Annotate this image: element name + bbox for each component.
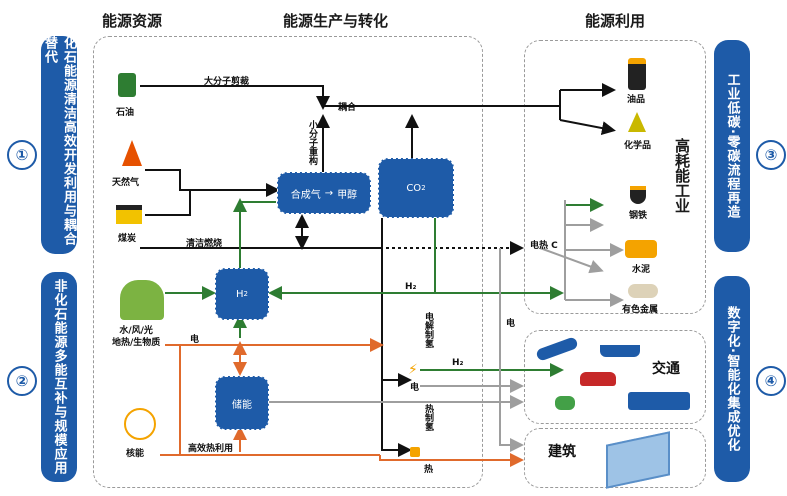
panel-resources-production [93,36,483,488]
label-gas: 天然气 [112,178,140,188]
label-cement: 水泥 [632,265,651,275]
label-heat: 热 [424,465,434,475]
wind-solar-icon [120,280,164,320]
label-electricity-right: 电 [506,319,516,329]
label-heavy-industry: 高耗能工业 [673,138,691,213]
label-h2-line: H₂ [405,282,417,292]
header-resources: 能源资源 [102,12,163,30]
h2-node-subscript: 2 [243,290,248,298]
header-production: 能源生产与转化 [283,12,389,30]
ingot-icon [628,284,658,298]
step-3-badge: ③ [756,140,786,170]
label-coupling: 耦合 [338,103,357,113]
methanol-label: 甲醇 [337,189,358,201]
label-renewables: 水/风/光 地热/生物质 [112,326,161,348]
label-transport: 交通 [652,361,680,377]
co2-label: CO [406,182,422,194]
flame-icon [122,140,142,166]
label-electricity-left: 电 [190,335,200,345]
ship-icon [600,345,640,357]
coal-cart-icon [116,205,142,224]
heat-icon [410,447,420,457]
mixer-truck-icon [625,240,657,258]
flask-icon [628,112,646,132]
label-thermal-h2: 热制氢 [423,404,433,431]
storage-node: 储能 [215,376,269,430]
storage-label: 储能 [232,399,252,411]
car-icon [580,372,616,386]
panel-industry [524,40,706,314]
label-h2-transport: H₂ [452,358,464,368]
label-electrolysis: 电解制氢 [423,312,433,348]
fuel-pump-icon [628,58,646,90]
label-building: 建筑 [548,444,576,460]
bus-icon [628,392,690,410]
side-box-4: 数字化·智能化集成优化 [714,276,750,482]
label-oil-products: 油品 [627,95,646,105]
ladle-icon [630,186,646,204]
label-oil: 石油 [116,108,135,118]
label-electricity-mid: 电 [410,383,420,393]
label-electric-heat-c: 电热 C [530,241,558,251]
header-utilization: 能源利用 [585,12,646,30]
label-restructure: 小分子重构 [307,120,317,165]
oil-barrel-icon [118,73,136,97]
co2-subscript: 2 [421,184,426,192]
panel-transport [524,330,706,424]
label-chemicals: 化学品 [624,141,652,151]
label-steel: 钢铁 [629,211,648,221]
step-2-badge: ② [7,366,37,396]
syngas-label: 合成气 [290,189,321,201]
scooter-icon [555,396,575,410]
syngas-methanol-node: 合成气 → 甲醇 [277,172,371,214]
step-1-badge: ① [7,140,37,170]
h2-node-label: H [236,288,244,300]
label-nuclear: 核能 [126,449,145,459]
side-box-3: 工业低碳·零碳流程再造 [714,40,750,252]
lightning-icon: ⚡ [408,362,418,378]
label-macromolecule-cutting: 大分子剪裁 [204,77,250,87]
side-box-2: 非化石能源多能互补与规模应用 [41,272,77,482]
step-4-badge: ④ [756,366,786,396]
panel-building [524,428,706,488]
side-box-1: 化石能源清洁高效开发利用与耦合替代 [41,36,77,254]
atom-icon [124,408,156,440]
label-high-efficiency-heat: 高效热利用 [188,444,234,454]
label-clean-burn: 清洁燃烧 [186,239,223,249]
label-coal: 煤炭 [118,234,137,244]
label-nonferrous: 有色金属 [622,305,659,315]
